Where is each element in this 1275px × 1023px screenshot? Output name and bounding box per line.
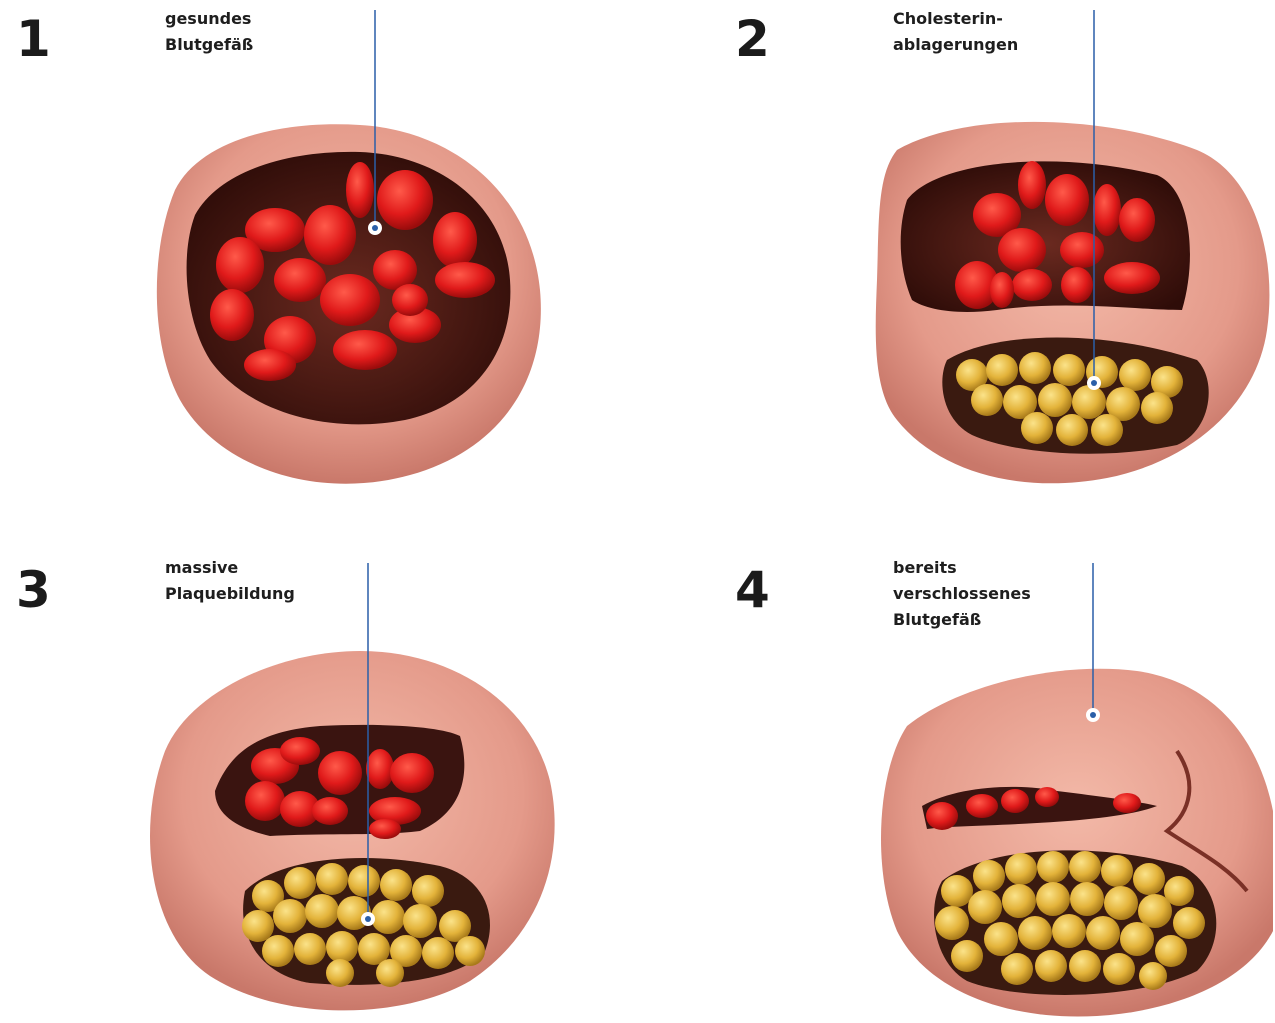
red-blood-cell	[1113, 793, 1141, 813]
red-blood-cell	[392, 284, 428, 316]
red-blood-cell	[318, 751, 362, 795]
red-blood-cell	[1018, 161, 1046, 209]
plaque-cell	[1103, 953, 1135, 985]
plaque-cell	[935, 906, 969, 940]
plaque-cell	[403, 904, 437, 938]
plaque-cell	[455, 936, 485, 966]
plaque-cell	[1104, 886, 1138, 920]
plaque-cell	[262, 935, 294, 967]
red-blood-cell	[1045, 174, 1089, 226]
red-blood-cell	[377, 170, 433, 230]
plaque-cell	[941, 875, 973, 907]
red-blood-cell	[346, 162, 374, 218]
red-blood-cell	[210, 289, 254, 341]
red-blood-cell	[1061, 267, 1093, 303]
plaque-cell	[1141, 392, 1173, 424]
plaque-cell	[1091, 414, 1123, 446]
red-blood-cell	[245, 781, 285, 821]
plaque-cell	[412, 875, 444, 907]
plaque-cell	[1120, 922, 1154, 956]
red-blood-cell	[312, 797, 348, 825]
healthy-vessel-illustration	[0, 0, 637, 511]
red-blood-cell	[366, 749, 394, 789]
red-blood-cell	[1060, 232, 1104, 268]
red-blood-cell	[320, 274, 380, 326]
plaque-cell	[1002, 884, 1036, 918]
plaque-cell	[284, 867, 316, 899]
red-blood-cell	[990, 272, 1014, 308]
plaque-cell	[1072, 385, 1106, 419]
plaque-cell	[422, 937, 454, 969]
plaque-cell	[1056, 414, 1088, 446]
plaque-cell	[1133, 863, 1165, 895]
red-blood-cell	[244, 349, 296, 381]
plaque-cell	[294, 933, 326, 965]
plaque-cell	[1119, 359, 1151, 391]
red-blood-cell	[333, 330, 397, 370]
plaque-cell	[242, 910, 274, 942]
plaque-cell	[973, 860, 1005, 892]
plaque-cell	[1070, 882, 1104, 916]
red-blood-cell	[304, 205, 356, 265]
red-blood-cell	[216, 237, 264, 293]
plaque-cell	[326, 931, 358, 963]
red-blood-cell	[998, 228, 1046, 272]
plaque-cell	[1038, 383, 1072, 417]
plaque-cell	[348, 865, 380, 897]
occluded-vessel-illustration	[637, 511, 1274, 1022]
plaque-cell	[273, 899, 307, 933]
plaque-cell	[371, 900, 405, 934]
red-blood-cell	[435, 262, 495, 298]
panel-3: 3 massive Plaquebildung	[0, 511, 637, 1022]
red-blood-cell	[433, 212, 477, 268]
red-blood-cell	[274, 258, 326, 302]
cholesterol-deposit-illustration	[637, 0, 1274, 511]
plaque-cell	[316, 863, 348, 895]
plaque-cell	[1052, 914, 1086, 948]
plaque-cell	[986, 354, 1018, 386]
red-blood-cell	[1119, 198, 1155, 242]
plaque-cell	[1035, 950, 1067, 982]
plaque-cell	[1155, 935, 1187, 967]
plaque-cell	[984, 922, 1018, 956]
plaque-cell	[1053, 354, 1085, 386]
plaque-cell	[1086, 916, 1120, 950]
plaque-cell	[326, 959, 354, 987]
red-blood-cell	[373, 250, 417, 290]
plaque-cell	[305, 894, 339, 928]
plaque-cell	[1001, 953, 1033, 985]
plaque-cell	[1069, 851, 1101, 883]
plaque-cell	[1021, 412, 1053, 444]
massive-plaque-illustration	[0, 511, 637, 1022]
plaque-cell	[1019, 352, 1051, 384]
plaque-cell	[376, 959, 404, 987]
panel-2: 2 Cholesterin- ablagerungen	[637, 0, 1274, 511]
red-blood-cell	[1035, 787, 1059, 807]
plaque-cell	[1138, 894, 1172, 928]
red-blood-cell	[1001, 789, 1029, 813]
plaque-cell	[1173, 907, 1205, 939]
plaque-cell	[1037, 851, 1069, 883]
red-blood-cell	[1093, 184, 1121, 236]
plaque-cell	[380, 869, 412, 901]
red-blood-cell	[280, 737, 320, 765]
red-blood-cell	[1104, 262, 1160, 294]
panel-1: 1 gesundes Blutgefäß	[0, 0, 637, 511]
plaque-cell	[1005, 853, 1037, 885]
plaque-cell	[951, 940, 983, 972]
plaque-cell	[1069, 950, 1101, 982]
plaque-cell	[971, 384, 1003, 416]
plaque-cell	[1139, 962, 1167, 990]
red-blood-cell	[369, 819, 401, 839]
plaque-cell	[1036, 882, 1070, 916]
plaque-cell	[1101, 855, 1133, 887]
red-blood-cell	[1012, 269, 1052, 301]
red-blood-cell	[966, 794, 998, 818]
red-blood-cell	[390, 753, 434, 793]
panel-4: 4 bereits verschlossenes Blutgefäß	[637, 511, 1274, 1022]
plaque-cell	[968, 890, 1002, 924]
red-blood-cell	[926, 802, 958, 830]
plaque-cell	[1018, 916, 1052, 950]
